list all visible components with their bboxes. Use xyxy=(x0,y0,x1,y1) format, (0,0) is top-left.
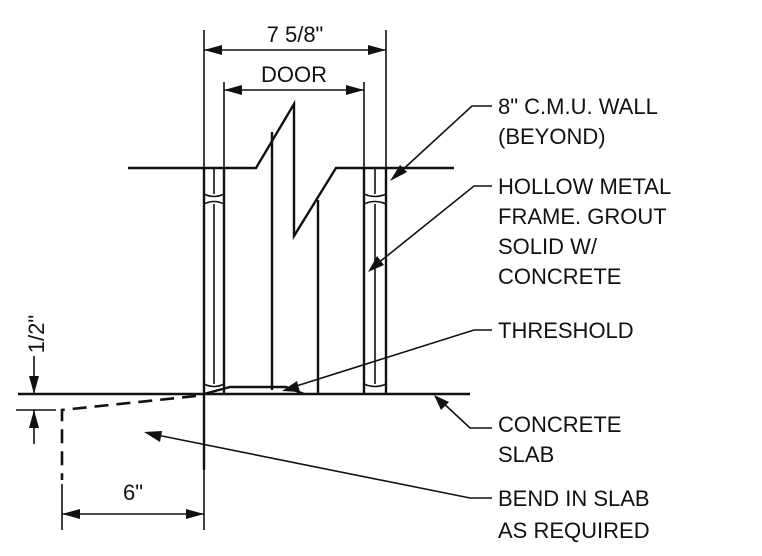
slab-callout-line2: SLAB xyxy=(498,442,554,467)
wall-leader xyxy=(390,105,492,181)
slab-callout: CONCRETE SLAB xyxy=(498,412,621,467)
overall-width-label: 7 5/8" xyxy=(267,22,324,47)
threshold-leader xyxy=(282,329,492,392)
frame-callout-line2: FRAME. GROUT xyxy=(498,204,667,229)
threshold-callout-line1: THRESHOLD xyxy=(498,318,634,343)
bend-callout-line1: BEND IN SLAB xyxy=(498,486,650,511)
left-frame-jamb xyxy=(202,168,226,470)
door-leaf xyxy=(270,132,320,394)
frame-callout-line4: CONCRETE xyxy=(498,264,621,289)
bend-leader xyxy=(144,431,492,499)
frame-callout: HOLLOW METAL FRAME. GROUT SOLID W/ CONCR… xyxy=(498,174,671,289)
right-frame-jamb xyxy=(362,168,388,394)
slab-callout-line1: CONCRETE xyxy=(498,412,621,437)
slab-leader xyxy=(434,395,492,429)
setback-dimension: 6" xyxy=(61,470,205,530)
drop-label: 1/2" xyxy=(24,315,49,353)
wall-break-line xyxy=(128,99,454,241)
frame-leader xyxy=(368,185,492,272)
wall-callout-line2: (BEYOND) xyxy=(498,124,606,149)
frame-callout-line1: HOLLOW METAL xyxy=(498,174,671,199)
overall-width-dimension: 7 5/8" xyxy=(203,22,387,168)
wall-callout-line1: 8" C.M.U. WALL xyxy=(498,94,658,119)
threshold-callout: THRESHOLD xyxy=(498,318,634,343)
setback-label: 6" xyxy=(123,480,143,505)
bent-slab-dashed-line xyxy=(60,394,197,480)
door-width-dimension: DOOR xyxy=(223,62,365,168)
bend-callout: BEND IN SLAB AS REQUIRED xyxy=(498,486,650,543)
bend-callout-line2: AS REQUIRED xyxy=(498,518,650,543)
drop-dimension: 1/2" xyxy=(16,315,56,444)
wall-callout: 8" C.M.U. WALL (BEYOND) xyxy=(498,94,658,149)
door-label: DOOR xyxy=(261,62,327,87)
frame-callout-line3: SOLID W/ xyxy=(498,234,598,259)
